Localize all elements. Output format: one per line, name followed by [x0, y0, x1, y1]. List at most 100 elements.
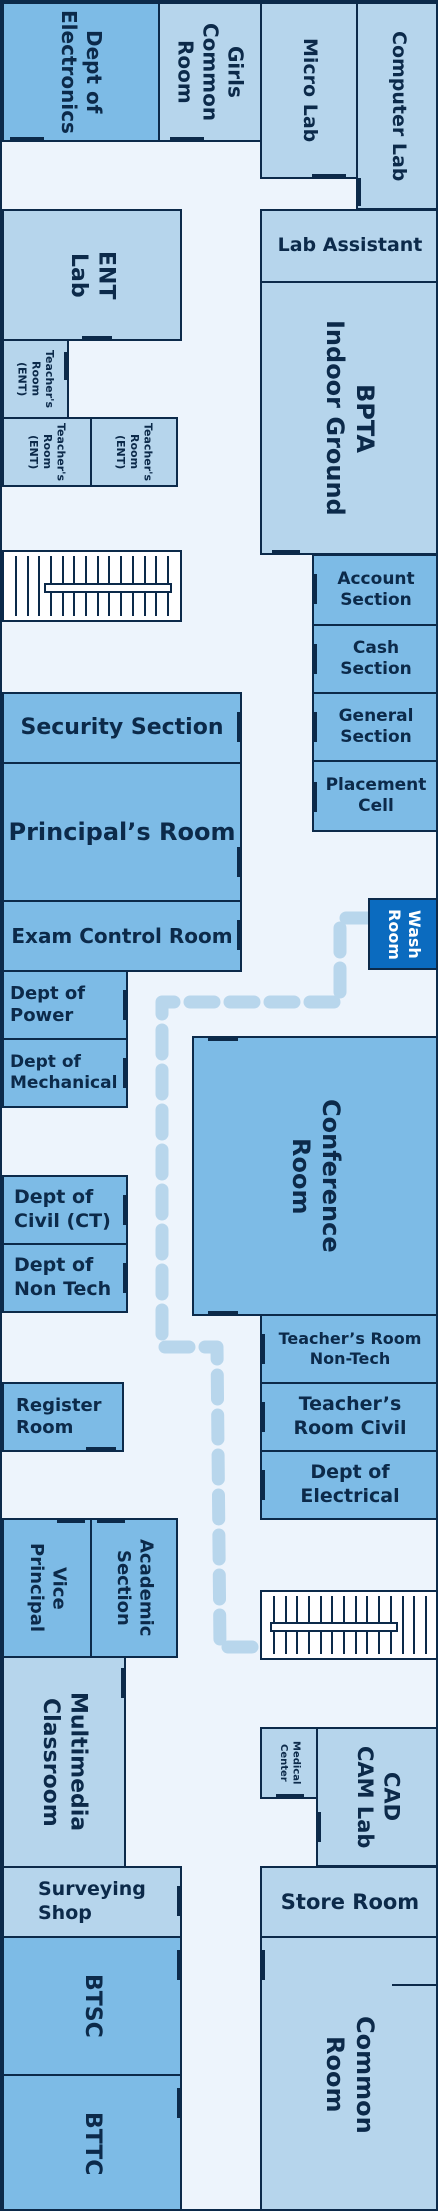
room-academic-section[interactable]: Academic Section	[90, 1518, 178, 1658]
room-label: Dept of Electrical	[300, 1461, 400, 1507]
room-label: Principal’s Room	[8, 818, 236, 846]
door	[123, 1058, 128, 1088]
stairs-lower	[260, 1590, 436, 1660]
room-security-section[interactable]: Security Section	[2, 692, 242, 764]
room-dept-of-electrical[interactable]: Dept of Electrical	[260, 1450, 436, 1520]
door	[316, 1812, 321, 1842]
room-principals-room[interactable]: Principal’s Room	[2, 762, 242, 902]
room-store-room[interactable]: Store Room	[260, 1866, 436, 1938]
door	[237, 712, 242, 742]
room-label: Dept of Non Tech	[14, 1254, 112, 1300]
room-register-room[interactable]: Register Room	[2, 1382, 124, 1452]
room-label: Girls Common Room	[173, 22, 248, 122]
room-label: Security Section	[20, 715, 224, 741]
room-label: Teacher's Room (ENT)	[27, 422, 68, 482]
door	[312, 782, 317, 812]
door	[260, 1470, 265, 1500]
door	[121, 1668, 126, 1698]
room-lab-assistant[interactable]: Lab Assistant	[260, 209, 436, 283]
room-label: Multimedia Classroom	[38, 1692, 91, 1832]
room-dept-of-electronics[interactable]: Dept of Electronics	[2, 2, 160, 142]
door	[123, 1263, 128, 1293]
room-computer-lab[interactable]: Computer Lab	[356, 2, 436, 210]
room-label: Teacher’s Room Civil	[293, 1393, 407, 1439]
room-label: Dept of Electronics	[57, 10, 106, 134]
room-teachers-room-non-tech[interactable]: Teacher’s Room Non-Tech	[260, 1314, 436, 1384]
door	[97, 1518, 125, 1523]
room-label: Teacher's Room (ENT)	[15, 349, 57, 409]
room-teachers-room-ent[interactable]: Teacher's Room (ENT)	[2, 339, 69, 419]
room-ent-lab[interactable]: ENT Lab	[2, 209, 182, 341]
room-medical-center[interactable]: Medical Center	[260, 1727, 318, 1799]
room-label: Account Section	[337, 568, 415, 610]
room-label: Exam Control Room	[11, 923, 233, 948]
room-bttc[interactable]: BTTC	[2, 2074, 182, 2209]
room-label: Computer Lab	[387, 30, 410, 182]
door	[82, 336, 112, 341]
door	[208, 1311, 238, 1316]
door	[356, 178, 361, 206]
door	[86, 1447, 116, 1452]
room-label: Wash Room	[385, 908, 424, 960]
door	[123, 990, 128, 1020]
door	[260, 1334, 265, 1364]
room-exam-control-room[interactable]: Exam Control Room	[2, 900, 242, 972]
door	[57, 1518, 85, 1523]
room-label: Dept of Mechanical	[10, 1051, 118, 1093]
room-label: Conference Room	[287, 1099, 345, 1253]
room-placement-cell[interactable]: Placement Cell	[312, 760, 436, 832]
room-label: Vice Principal	[26, 1543, 70, 1633]
room-label: CAD CAM Lab	[353, 1745, 404, 1849]
room-label: Dept of Civil (CT)	[14, 1186, 111, 1232]
room-cad-cam-lab[interactable]: CAD CAM Lab	[316, 1727, 436, 1867]
room-teachers-room-ent[interactable]: Teacher's Room (ENT)	[2, 417, 92, 487]
door	[312, 574, 317, 604]
room-label: Register Room	[16, 1394, 102, 1439]
room-label: Store Room	[280, 1889, 420, 1914]
room-label: Micro Lab	[298, 38, 321, 143]
door	[170, 137, 204, 142]
room-label: Teacher's Room (ENT)	[114, 422, 155, 482]
door	[10, 137, 44, 142]
room-label: Surveying Shop	[38, 1878, 146, 1924]
room-vice-principal[interactable]: Vice Principal	[2, 1518, 92, 1658]
room-wash-room[interactable]: Wash Room	[368, 898, 436, 970]
door	[177, 2088, 182, 2118]
room-cash-section[interactable]: Cash Section	[312, 624, 436, 694]
room-label: BTTC	[79, 2111, 105, 2176]
room-dept-of-power[interactable]: Dept of Power	[2, 970, 128, 1040]
room-teachers-room-civil[interactable]: Teacher’s Room Civil	[260, 1382, 436, 1452]
room-dept-of-civil-ct[interactable]: Dept of Civil (CT)	[2, 1175, 128, 1245]
door	[260, 1402, 265, 1432]
room-bpta-indoor-ground[interactable]: BPTA Indoor Ground	[260, 281, 436, 555]
door	[208, 1036, 238, 1041]
room-label: Lab Assistant	[277, 234, 423, 257]
room-btsc[interactable]: BTSC	[2, 1936, 182, 2076]
room-label: ENT Lab	[66, 250, 119, 300]
door	[312, 712, 317, 742]
door	[260, 1950, 265, 1980]
room-teachers-room-ent[interactable]: Teacher's Room (ENT)	[90, 417, 178, 487]
room-girls-common-room[interactable]: Girls Common Room	[158, 2, 262, 142]
door	[276, 1794, 304, 1799]
room-dept-of-mechanical[interactable]: Dept of Mechanical	[2, 1038, 128, 1108]
door	[272, 550, 300, 555]
room-general-section[interactable]: General Section	[312, 692, 436, 762]
room-label: General Section	[338, 705, 414, 747]
room-label: BPTA Indoor Ground	[321, 320, 379, 516]
stairs-upper	[2, 550, 182, 622]
room-micro-lab[interactable]: Micro Lab	[260, 2, 358, 179]
door	[177, 1950, 182, 1980]
room-label: Teacher’s Room Non-Tech	[278, 1329, 422, 1368]
door	[123, 1195, 128, 1225]
door	[177, 1886, 182, 1916]
room-label: Placement Cell	[325, 774, 427, 816]
room-dept-of-non-tech[interactable]: Dept of Non Tech	[2, 1243, 128, 1313]
room-label: BTSC	[79, 1974, 105, 2038]
room-conference-room[interactable]: Conference Room	[192, 1036, 436, 1316]
room-multimedia-classroom[interactable]: Multimedia Classroom	[2, 1656, 126, 1868]
room-surveying-shop[interactable]: Surveying Shop	[2, 1866, 182, 1938]
room-label: Medical Center	[278, 1741, 302, 1785]
room-account-section[interactable]: Account Section	[312, 554, 436, 626]
